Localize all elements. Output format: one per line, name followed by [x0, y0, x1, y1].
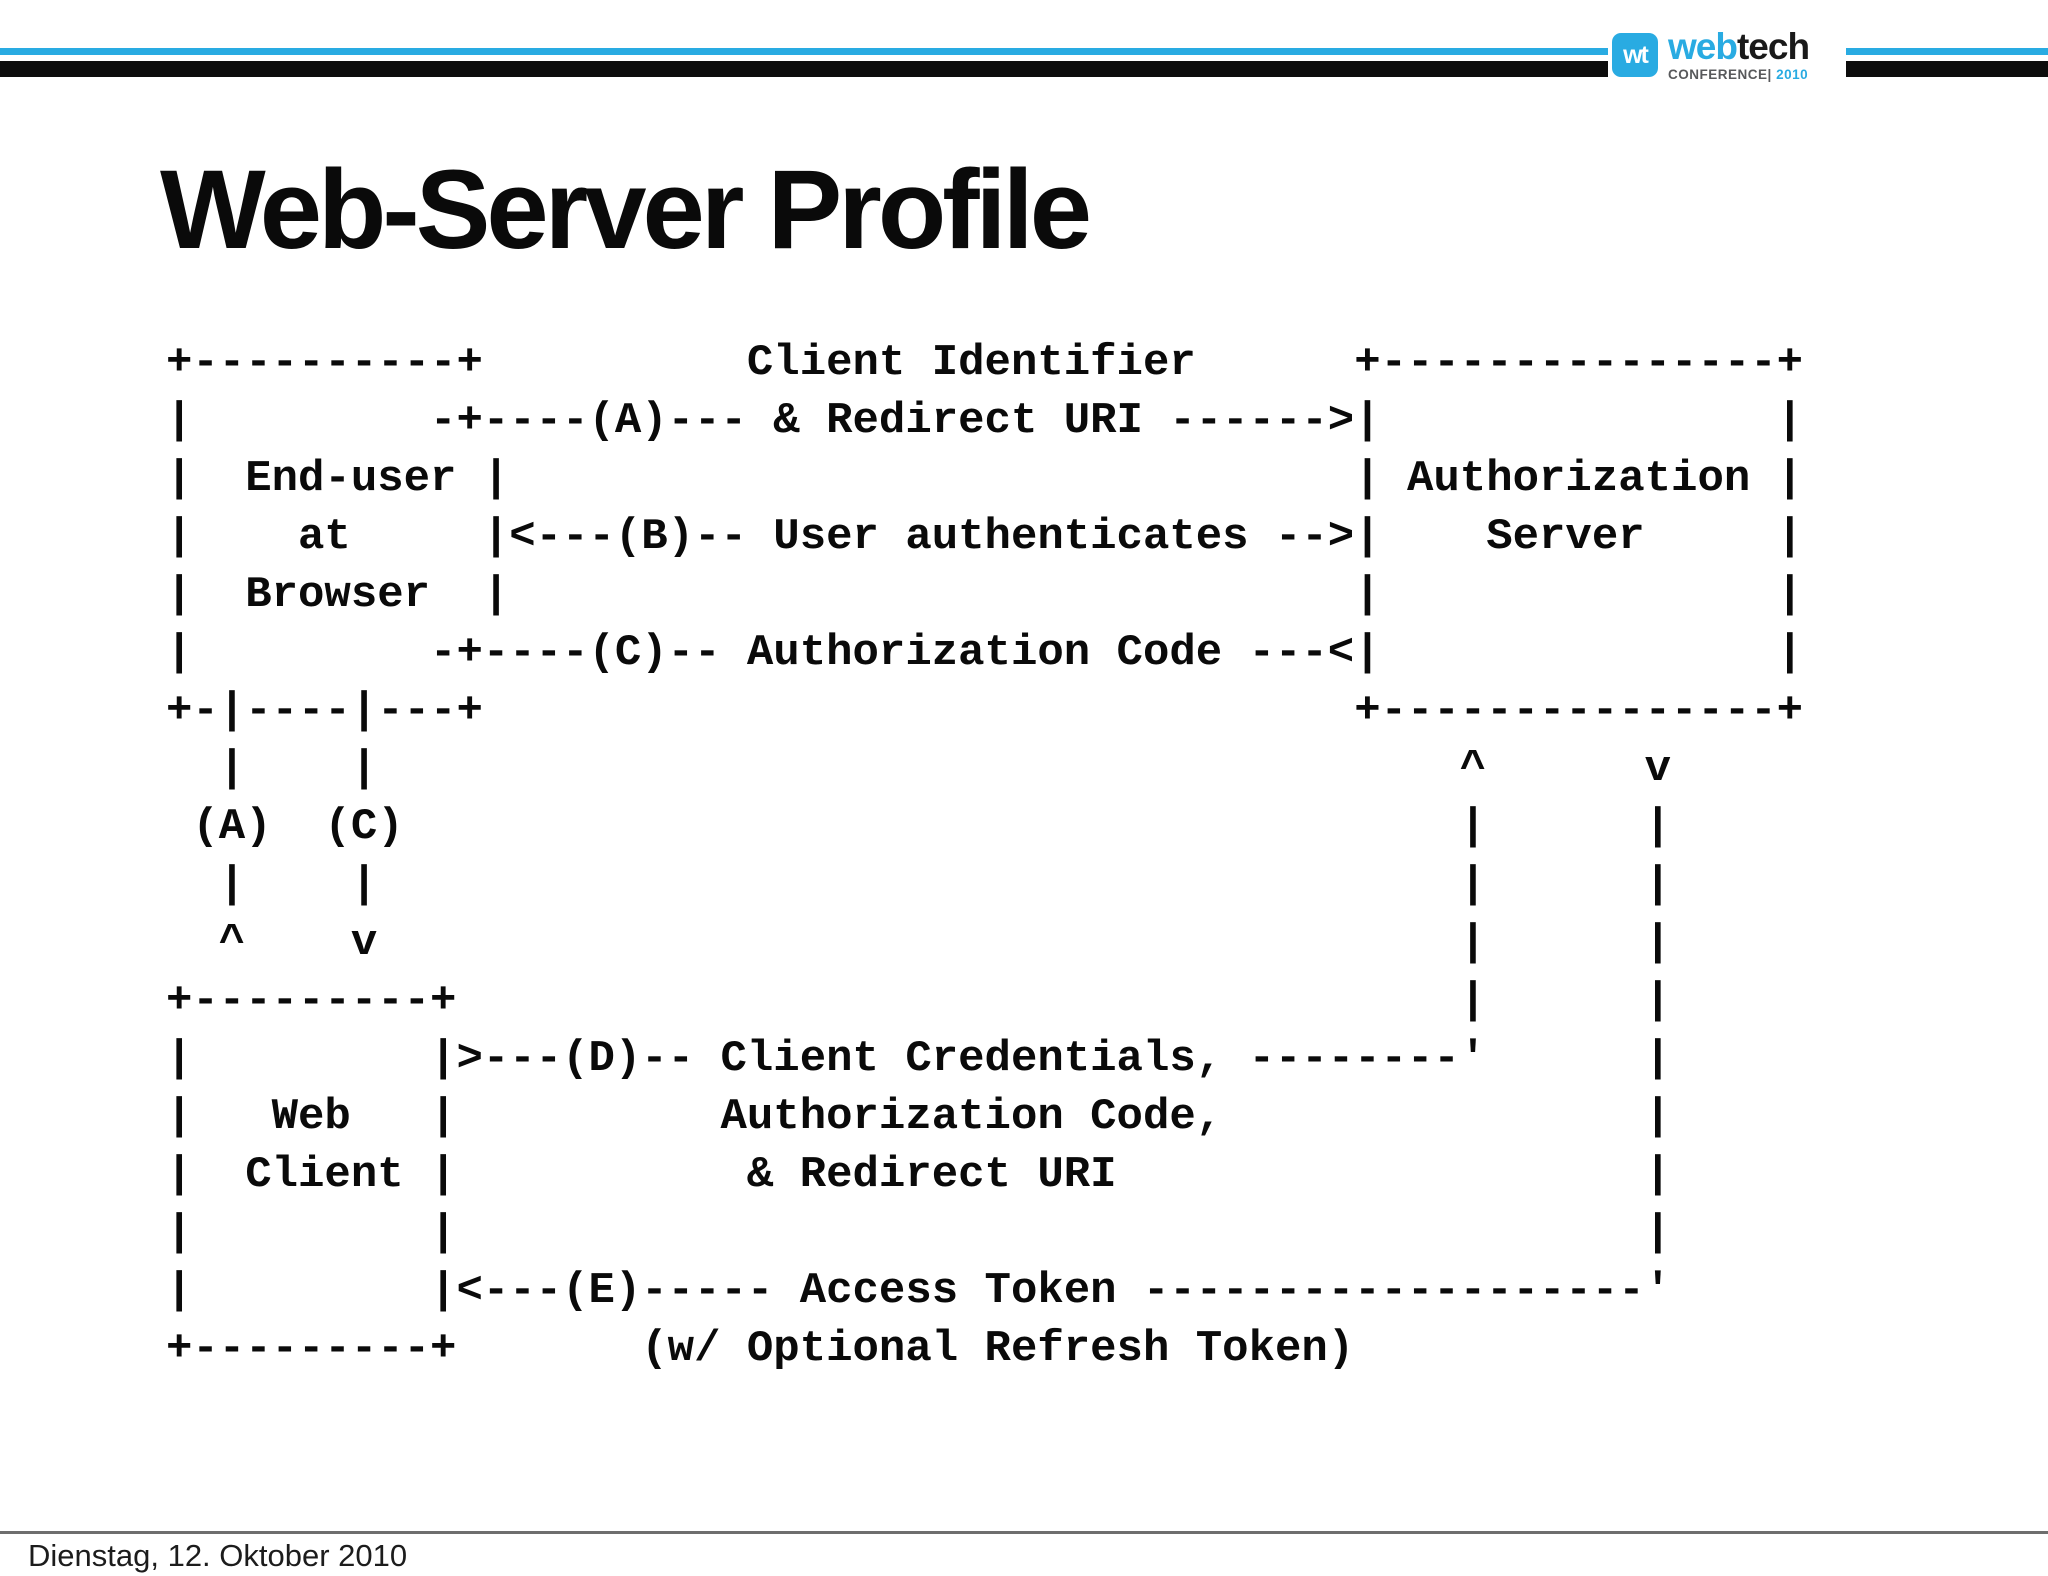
- webtech-tagline-conference: CONFERENCE|: [1668, 67, 1772, 83]
- slide-bottom-divider: [0, 1531, 2048, 1534]
- webtech-brand-tech: tech: [1736, 26, 1810, 68]
- oauth-web-server-flow-ascii-diagram: +----------+ Client Identifier +--------…: [166, 338, 1804, 1374]
- webtech-logo-text: webtech CONFERENCE| 2010: [1668, 26, 1810, 82]
- webtech-tagline-year: 2010: [1776, 67, 1809, 83]
- slide-title: Web-Server Profile: [160, 147, 1092, 272]
- webtech-conference-logo: wt webtech CONFERENCE| 2010: [1612, 26, 1842, 84]
- top-black-stripe-left: [0, 61, 1608, 77]
- webtech-tagline: CONFERENCE| 2010: [1668, 68, 1809, 82]
- webtech-brand-web: web: [1668, 26, 1738, 68]
- webtech-logo-icon-text: wt: [1623, 40, 1649, 69]
- webtech-logo-icon: wt: [1612, 33, 1658, 77]
- webtech-brand: webtech: [1668, 26, 1810, 68]
- top-black-stripe-right: [1846, 61, 2048, 77]
- footer-date: Dienstag, 12. Oktober 2010: [28, 1538, 408, 1573]
- top-blue-stripe-left: [0, 48, 1608, 55]
- top-blue-stripe-right: [1846, 48, 2048, 55]
